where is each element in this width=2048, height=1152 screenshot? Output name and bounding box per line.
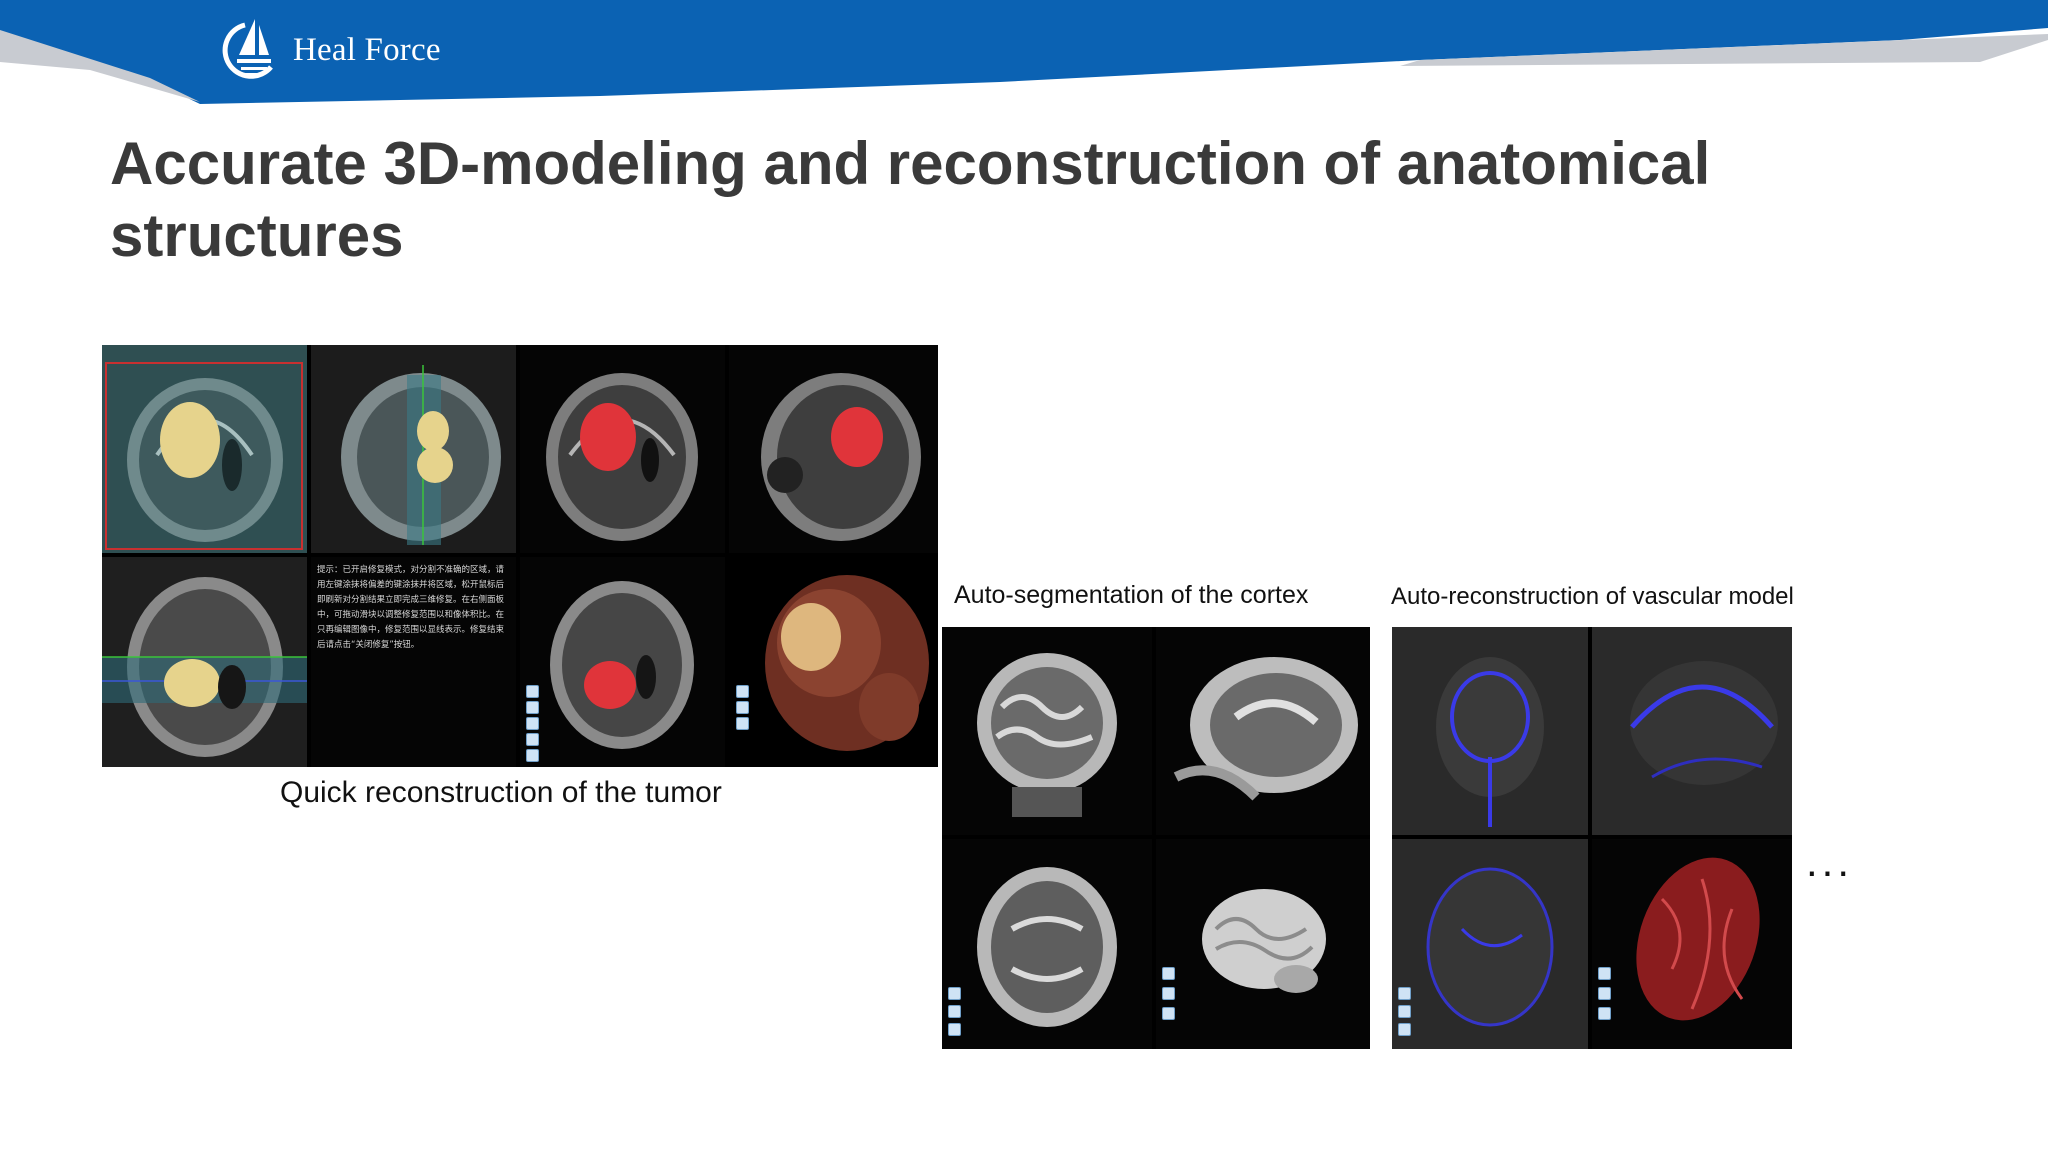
vascular-coronal-view <box>1392 627 1588 835</box>
3d-head-render <box>729 557 938 767</box>
pen-tool-icon[interactable] <box>526 717 539 730</box>
cortex-tool-2-icon[interactable] <box>948 1005 961 1018</box>
undo-tool-icon[interactable] <box>526 749 539 762</box>
vascular-tool-2-icon[interactable] <box>1398 1005 1411 1018</box>
cortex-axial-view <box>942 839 1152 1049</box>
repair-mode-instructions: 提示：已开启修复模式，对分割不准确的区域，请用左键涂抹将偏差的键涂抹并将区域，松… <box>311 557 516 767</box>
vascular-axial-view <box>1392 839 1588 1049</box>
header-banner <box>0 0 2048 104</box>
cortex-coronal-view <box>942 627 1152 835</box>
eraser-tool-icon[interactable] <box>526 701 539 714</box>
sagittal-view <box>311 345 516 553</box>
more-indicator: ... <box>1806 838 1854 885</box>
brand-name: Heal Force <box>293 31 441 68</box>
sagittal-tumor-view <box>729 345 938 553</box>
cortex-sagittal-view <box>1156 627 1370 835</box>
vascular-tool-4-icon[interactable] <box>1598 967 1611 980</box>
cortex-tool-3-icon[interactable] <box>948 1023 961 1036</box>
vascular-tool-5-icon[interactable] <box>1598 987 1611 1000</box>
coronal-tumor-view <box>520 345 725 553</box>
heal-force-logo-icon <box>222 19 273 79</box>
coronal-view <box>102 345 307 553</box>
cortex-tool-1-icon[interactable] <box>948 987 961 1000</box>
zoom-tool-icon[interactable] <box>736 701 749 714</box>
cortex-caption: Auto-segmentation of the cortex <box>954 581 1309 609</box>
cortex-tool-6-icon[interactable] <box>1162 1007 1175 1020</box>
tumor-caption: Quick reconstruction of the tumor <box>280 776 722 809</box>
vascular-tool-6-icon[interactable] <box>1598 1007 1611 1020</box>
vascular-sagittal-view <box>1592 627 1792 835</box>
cortex-tool-4-icon[interactable] <box>1162 967 1175 980</box>
cortex-segmentation-figure <box>942 627 1370 1049</box>
slide-title: Accurate 3D-modeling and reconstruction … <box>110 130 1711 269</box>
brush-tool-icon[interactable] <box>526 685 539 698</box>
vascular-tool-1-icon[interactable] <box>1398 987 1411 1000</box>
vascular-caption: Auto-reconstruction of vascular model <box>1391 583 1794 610</box>
vascular-reconstruction-figure <box>1392 627 1792 1049</box>
vascular-3d-render <box>1592 839 1792 1049</box>
brand-logo: Heal Force <box>215 12 441 88</box>
fill-tool-icon[interactable] <box>526 733 539 746</box>
tumor-reconstruction-figure: 提示：已开启修复模式，对分割不准确的区域，请用左键涂抹将偏差的键涂抹并将区域，松… <box>102 345 938 767</box>
axial-tumor-view <box>520 557 725 767</box>
axial-view <box>102 557 307 767</box>
repair-instructions-text: 提示：已开启修复模式，对分割不准确的区域，请用左键涂抹将偏差的键涂抹并将区域，松… <box>317 565 505 650</box>
cortex-tool-5-icon[interactable] <box>1162 987 1175 1000</box>
rotate-tool-icon[interactable] <box>736 685 749 698</box>
vascular-tool-3-icon[interactable] <box>1398 1023 1411 1036</box>
cortex-3d-brain-render <box>1156 839 1370 1049</box>
cut-tool-icon[interactable] <box>736 717 749 730</box>
